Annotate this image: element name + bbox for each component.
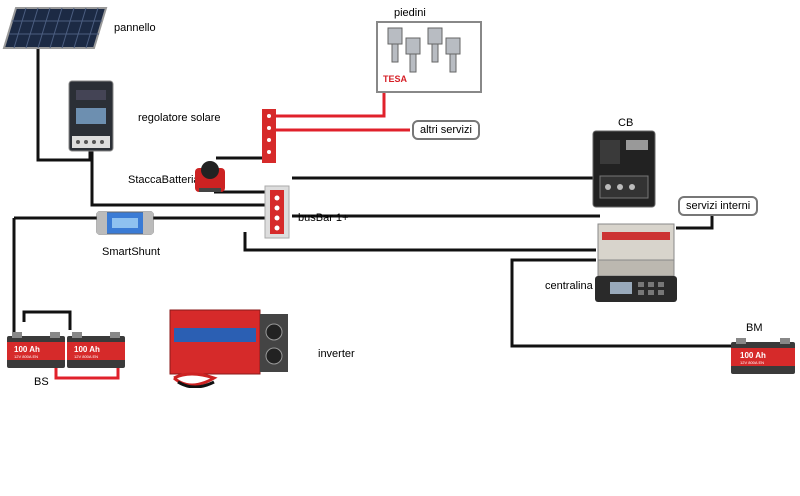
- bm-spec-text: 12V 800A EN: [740, 360, 764, 365]
- battery-bs1-icon: 100 Ah 12V 800A EN: [7, 332, 65, 368]
- bs2-capacity-text: 100 Ah: [74, 345, 100, 354]
- inverter-icon: [169, 309, 288, 388]
- busbar-icon: [264, 185, 290, 239]
- stabilizer-legs-icon: [387, 27, 461, 73]
- battery-switch-icon: [195, 161, 225, 192]
- label-regolatore: regolatore solare: [138, 112, 221, 124]
- solar-panel-icon: [2, 7, 108, 49]
- bs1-spec-text: 12V 800A EN: [14, 354, 38, 359]
- wire-red-piedini: [276, 90, 386, 118]
- smartshunt-icon: [96, 211, 154, 235]
- label-cb: CB: [618, 117, 634, 129]
- battery-bs2-icon: 100 Ah 12V 800A EN: [67, 332, 125, 368]
- label-busbar: busBar 1+: [298, 212, 349, 224]
- label-centralina: centralina: [545, 280, 593, 292]
- label-bs: BS: [34, 376, 49, 388]
- wire-busbar-to-centralina: [243, 232, 596, 252]
- label-staccabatteria: StaccaBatteria: [128, 174, 200, 186]
- battery-charger-icon: [592, 130, 656, 208]
- solar-regulator-icon: [68, 80, 114, 152]
- servizi-interni-box: servizi interni: [678, 196, 759, 216]
- label-pannello: pannello: [114, 22, 156, 34]
- battery-bm-icon: 100 Ah 12V 800A EN: [731, 338, 795, 374]
- altri-servizi-box: altri servizi: [412, 120, 480, 140]
- wire-centralina-to-bm: [510, 258, 732, 348]
- bm-capacity-text: 100 Ah: [740, 351, 766, 360]
- bs1-capacity-text: 100 Ah: [14, 345, 40, 354]
- label-inverter: inverter: [318, 348, 355, 360]
- tesa-logo: TESA: [383, 74, 408, 84]
- fuse-block-icon: [262, 109, 276, 163]
- label-piedini: piedini: [394, 7, 426, 19]
- label-smartshunt: SmartShunt: [102, 246, 161, 258]
- wire-servizi-interni: [676, 212, 714, 230]
- wire-regulator-to-busbar: [90, 150, 266, 207]
- wire-panel-to-regulator: [36, 45, 92, 162]
- black-wires: [12, 45, 732, 348]
- control-unit-icon: [595, 223, 677, 302]
- wire-bs-series: [22, 310, 72, 330]
- bs2-spec-text: 12V 800A EN: [74, 354, 98, 359]
- label-bm: BM: [746, 322, 763, 334]
